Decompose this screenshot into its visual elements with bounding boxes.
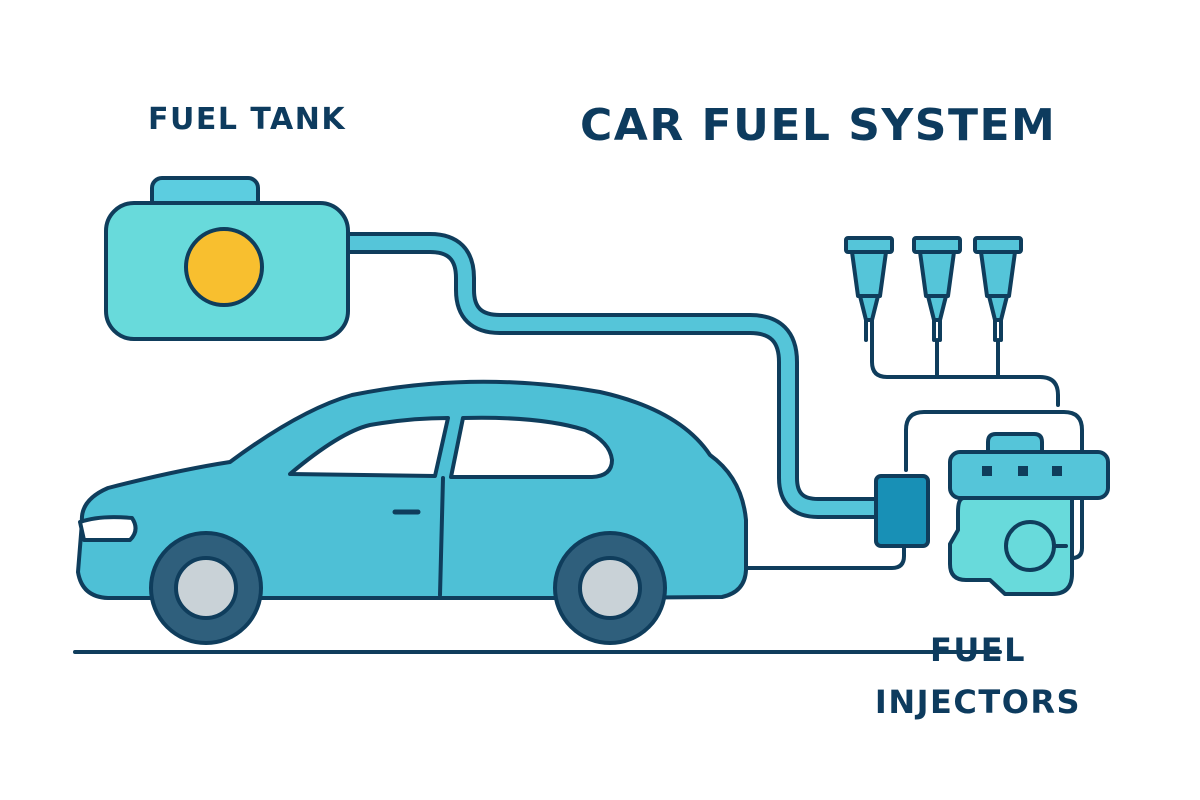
fuel-injector-icon xyxy=(973,236,1023,342)
fuel-injectors-label: FUEL INJECTORS xyxy=(858,624,1098,728)
car-window xyxy=(449,415,614,479)
car-window xyxy=(288,416,450,478)
fuel-injectors-label-line1: FUEL xyxy=(929,631,1027,669)
fuel-tank-label: FUEL TANK xyxy=(148,102,347,137)
fuel-line xyxy=(334,232,891,519)
fuel-tank-icon xyxy=(104,176,350,341)
fuel-injector-icon xyxy=(912,236,962,342)
injector-wiring xyxy=(870,338,1084,560)
diagram-title: CAR FUEL SYSTEM xyxy=(580,100,1057,151)
wheel-icon xyxy=(149,531,263,645)
return-line xyxy=(743,544,906,570)
car-headlight xyxy=(78,515,138,542)
fuel-filter-icon xyxy=(874,474,930,548)
car-icon xyxy=(76,379,748,645)
fuel-cap-icon xyxy=(184,227,264,307)
fuel-injectors-label-line2: INJECTORS xyxy=(874,683,1082,721)
car-door-line xyxy=(438,476,445,597)
fuel-injector-icon xyxy=(844,236,894,342)
wheel-icon xyxy=(553,531,667,645)
engine-icon xyxy=(948,432,1110,596)
